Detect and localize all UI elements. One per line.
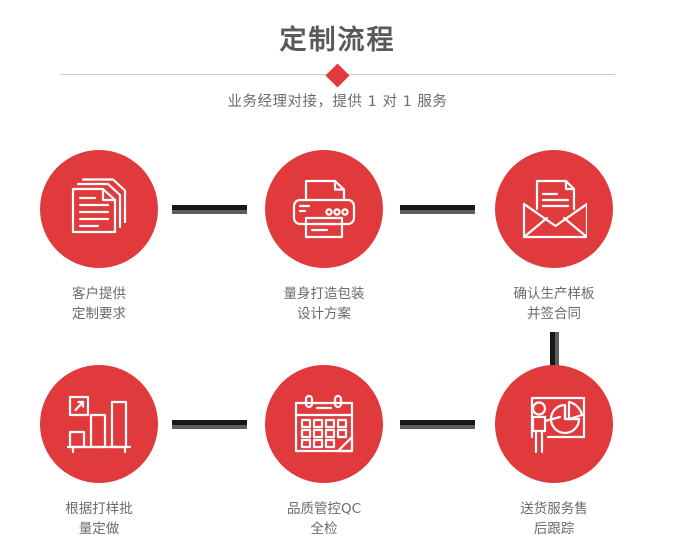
connector-bar-dark <box>400 205 475 210</box>
calendar-icon <box>293 394 355 454</box>
step-4-icon-circle <box>40 365 158 483</box>
process-step-1[interactable]: 客户提供 定制要求 <box>24 150 174 324</box>
documents-stack-icon <box>66 176 132 242</box>
bar-chart-growth-icon <box>67 394 131 454</box>
connector-bar-dark <box>550 332 555 376</box>
connector-bar-light <box>400 210 475 214</box>
connector-bar-dark <box>172 205 247 210</box>
connector-bar-light <box>172 210 247 214</box>
step-1-icon-circle <box>40 150 158 268</box>
process-step-2[interactable]: 量身打造包装 设计方案 <box>249 150 399 324</box>
connector-bar-light <box>555 332 559 376</box>
printer-icon <box>291 178 357 240</box>
process-step-3[interactable]: 确认生产样板 并签合同 <box>479 150 629 324</box>
header-divider <box>60 62 615 88</box>
step-5-caption: 品质管控QC 全检 <box>286 501 362 537</box>
step-4-caption: 根据打样批 量定做 <box>65 501 133 537</box>
page-subtitle: 业务经理对接，提供 1 对 1 服务 <box>227 94 448 110</box>
connector-bar-dark <box>172 420 247 425</box>
process-flow: 客户提供 定制要求 <box>0 140 675 550</box>
presentation-pie-icon <box>522 393 586 455</box>
calendar-icon-circle <box>265 365 383 483</box>
connector-bar-dark <box>400 420 475 425</box>
step-2-caption: 量身打造包装 设计方案 <box>283 286 365 322</box>
process-step-6[interactable]: 送货服务售 后跟踪 <box>479 365 629 539</box>
envelope-document-icon <box>521 178 587 240</box>
connector-2-3 <box>400 205 475 214</box>
step-6-icon-circle <box>495 365 613 483</box>
step-6-caption: 送货服务售 后跟踪 <box>520 501 588 537</box>
connector-1-2 <box>172 205 247 214</box>
connector-3-4 <box>550 332 559 376</box>
step-1-caption: 客户提供 定制要求 <box>72 286 126 322</box>
process-step-4[interactable]: 根据打样批 量定做 <box>24 365 174 539</box>
step-3-caption: 确认生产样板 并签合同 <box>513 286 595 322</box>
diamond-marker-icon <box>325 62 350 88</box>
step-2-icon-circle <box>265 150 383 268</box>
connector-bar-light <box>172 425 247 429</box>
connector-5-6 <box>400 420 475 429</box>
page-title: 定制流程 <box>279 25 396 56</box>
process-step-5[interactable]: 品质管控QC 全检 <box>249 365 399 539</box>
step-3-icon-circle <box>495 150 613 268</box>
connector-bar-light <box>400 425 475 429</box>
connector-4-5 <box>172 420 247 429</box>
